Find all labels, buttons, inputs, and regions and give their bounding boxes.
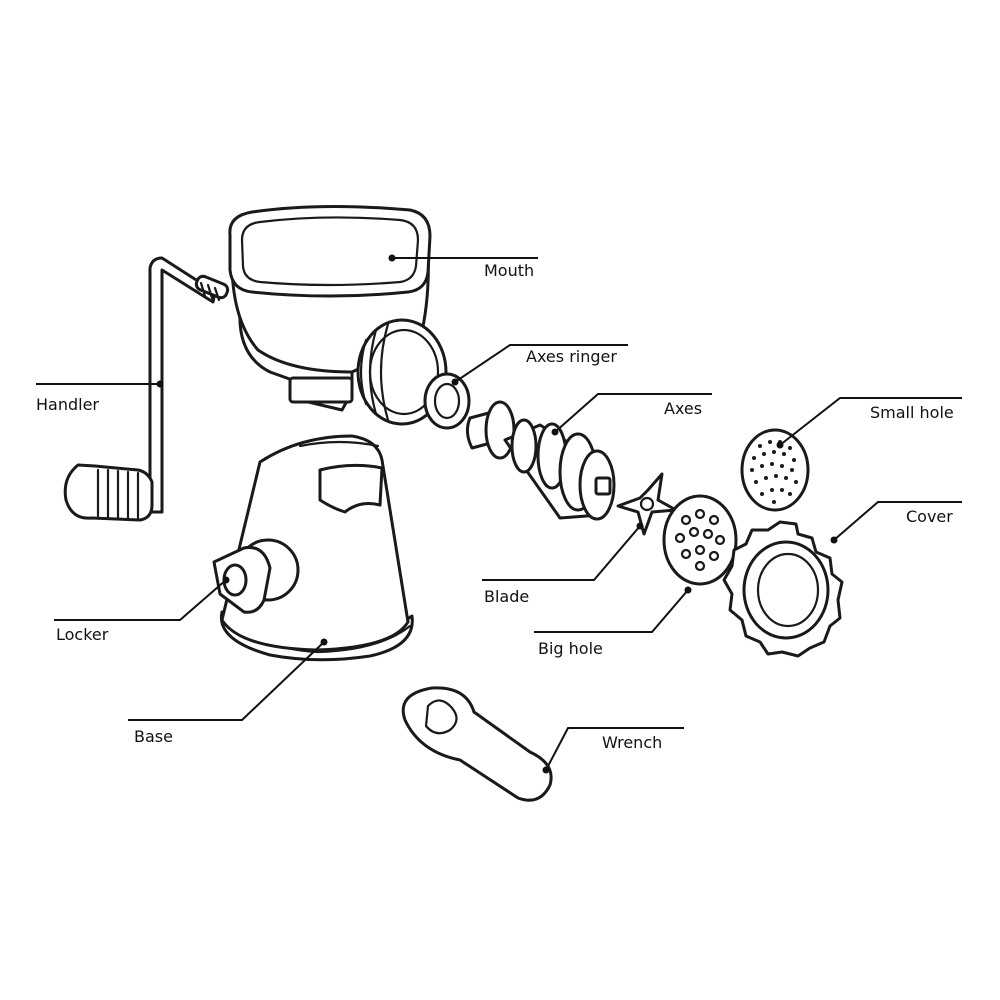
handler-part (63, 256, 230, 522)
label-base: Base (134, 727, 173, 746)
base-part (212, 434, 414, 662)
label-axes-ringer: Axes ringer (526, 347, 617, 366)
axes-ringer-part (423, 372, 471, 430)
big-hole-plate (662, 494, 738, 586)
label-handler: Handler (36, 395, 99, 414)
cover-part (722, 520, 844, 658)
label-cover: Cover (906, 507, 953, 526)
wrench-part (401, 686, 553, 802)
blade-part (616, 472, 678, 536)
label-axes: Axes (664, 399, 702, 418)
label-blade: Blade (484, 587, 529, 606)
leader-lines (36, 254, 962, 774)
labels: Mouth Axes ringer Axes Small hole Handle… (36, 261, 954, 752)
label-locker: Locker (56, 625, 109, 644)
label-wrench: Wrench (602, 733, 662, 752)
axes-part (465, 400, 616, 521)
label-small-hole: Small hole (870, 403, 954, 422)
small-hole-plate (740, 428, 810, 512)
mouth-part (228, 204, 448, 426)
label-big-hole: Big hole (538, 639, 603, 658)
label-mouth: Mouth (484, 261, 534, 280)
